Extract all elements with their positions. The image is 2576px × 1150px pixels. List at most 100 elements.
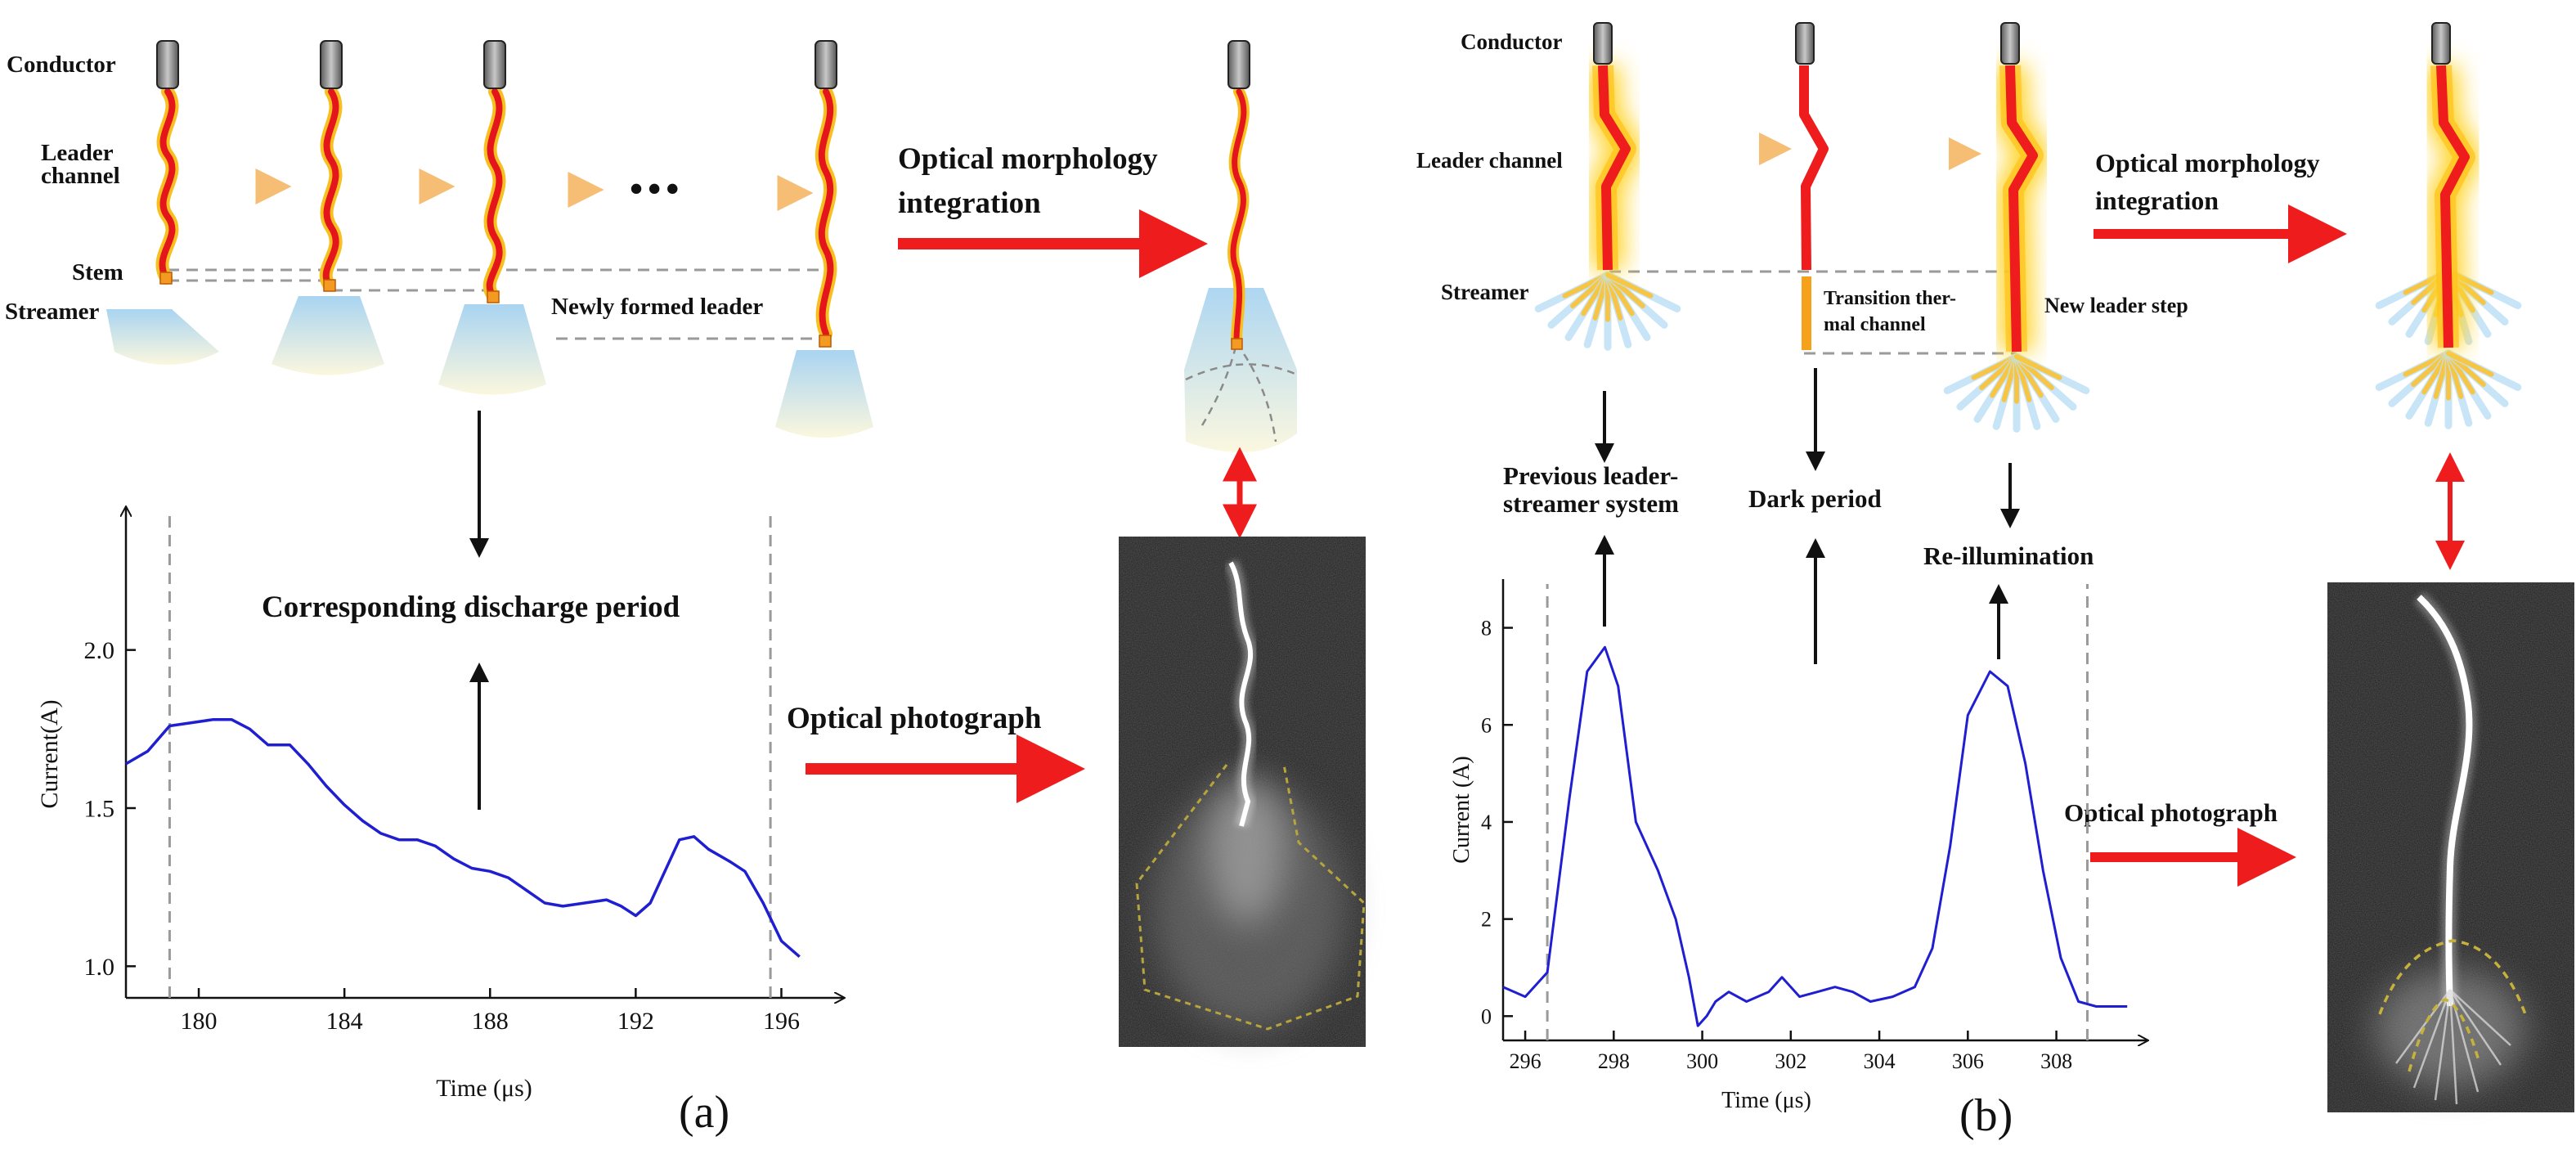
photo-channel: [1228, 561, 1254, 827]
streamer-fan: [2375, 349, 2522, 429]
re-illumination-label: Re-illumination: [1923, 541, 2094, 570]
streamer-fan: [1943, 353, 2090, 433]
corresponding-period-label: Corresponding discharge period: [262, 591, 680, 624]
optical-morphology-label-line1: Optical morphology: [2095, 148, 2320, 177]
current-series-line: [1502, 645, 2128, 1027]
new-leader-step-system: [1993, 22, 2050, 353]
conductor: [1227, 40, 1250, 89]
optical-photograph-b: [2327, 582, 2574, 1112]
streamer-cone: [272, 296, 384, 375]
y-tick-label: 0: [1481, 1004, 1492, 1028]
panel-a: Conductor Leader channel Stem Streamer: [5, 40, 1366, 1138]
new-leader-step-label: New leader step: [2044, 294, 2188, 317]
optical-morphology-label-line2: integration: [898, 186, 1041, 220]
photo-inner-outline: [2408, 998, 2481, 1072]
integrated-morphology-a: [1184, 40, 1298, 453]
x-tick-label: 196: [763, 1008, 800, 1035]
period-markers: [168, 514, 772, 998]
optical-photograph-a: [1119, 537, 1366, 1047]
leader-channel: [1799, 65, 1829, 271]
optical-photograph-label: Optical photograph: [787, 702, 1042, 735]
conductor-label: Conductor: [7, 52, 116, 78]
y-tick-label: 2.0: [84, 637, 115, 664]
progression-arrows: [204, 168, 814, 211]
x-tick-label: 302: [1775, 1049, 1806, 1073]
x-tick-label: 296: [1510, 1049, 1542, 1073]
panel-b-caption: (b): [1959, 1090, 2013, 1141]
current-series-line: [125, 717, 801, 959]
conductor: [483, 40, 506, 89]
x-axis-label: Time (μs): [436, 1075, 532, 1102]
y-tick-label: 1.0: [84, 954, 115, 981]
leader-streamer-1: [106, 40, 219, 365]
y-tick-label: 8: [1481, 617, 1492, 640]
conductor: [1795, 22, 1815, 65]
x-tick-label: 192: [617, 1008, 654, 1035]
newly-formed-leader-label: Newly formed leader: [551, 294, 763, 320]
leader-streamer-4: [775, 40, 873, 438]
leader-channel: [2005, 65, 2038, 353]
conductor: [2431, 22, 2451, 65]
stem-label: Stem: [72, 259, 123, 285]
leader-streamer-3: [438, 40, 546, 395]
streamer-branch: [2014, 354, 2062, 380]
photo-streamer-outline: [2378, 939, 2527, 1015]
y-tick-label: 6: [1481, 713, 1492, 737]
streamer-label: Streamer: [5, 299, 100, 325]
streamer-cone: [106, 309, 219, 365]
streamer-cone: [775, 350, 873, 438]
streamer-fan: [1534, 271, 1681, 351]
step-guide-lines: [1609, 270, 2017, 355]
leader-channel-label: Leader channel: [1416, 148, 1563, 173]
leader-channel: [818, 88, 834, 337]
stem-node: [1231, 338, 1243, 350]
transition-label-line2: mal channel: [1824, 314, 1926, 335]
x-tick-label: 180: [181, 1008, 218, 1035]
conductor: [320, 40, 343, 89]
leader-channel: [159, 88, 176, 281]
photo-stem-glow: [1208, 777, 1286, 924]
conductor: [2000, 22, 2020, 65]
x-tick-label: 188: [472, 1008, 509, 1035]
y-axis-label: Current (A): [1449, 756, 1474, 863]
panel-b: Conductor Leader channel Streamer Transi…: [1416, 22, 2574, 1141]
x-tick-label: 308: [2040, 1049, 2072, 1073]
conductor: [1593, 22, 1613, 65]
y-tick-label: 2: [1481, 908, 1492, 932]
previous-system-label-line1: Previous leader-: [1503, 461, 1678, 490]
streamer-zone: [1184, 288, 1297, 453]
integrated-morphology-b: [2424, 22, 2482, 348]
y-axis-label: Current(A): [36, 699, 63, 808]
previous-leader-streamer-system: [1586, 22, 1643, 271]
streamer-branch: [1605, 272, 1654, 299]
leader-channel-label-line1: Leader: [41, 140, 114, 166]
photo-channel: [2417, 595, 2473, 1007]
x-tick-label: 300: [1686, 1049, 1718, 1073]
streamer-branch: [2446, 351, 2494, 377]
stem-node: [323, 279, 336, 292]
leader-channel: [486, 88, 503, 298]
conductor: [815, 40, 837, 89]
leader-streamer-2: [272, 40, 384, 375]
progression-arrows: [1657, 133, 1981, 170]
x-axis-label: Time (μs): [1721, 1088, 1811, 1113]
leader-channel: [2436, 65, 2470, 348]
x-tick-label: 298: [1598, 1049, 1630, 1073]
conductor: [156, 40, 179, 89]
ellipsis: •••: [630, 168, 684, 209]
streamer-cone: [438, 304, 546, 395]
optical-morphology-label-line2: integration: [2095, 186, 2219, 215]
period-markers: [1546, 584, 2089, 1040]
stem-node: [159, 272, 173, 285]
dark-period-channel: [1795, 22, 1829, 350]
leader-channel: [1598, 65, 1631, 271]
streamer-boundaries: [1185, 343, 1298, 442]
x-tick-label: 306: [1952, 1049, 1984, 1073]
optical-photograph-label: Optical photograph: [2064, 798, 2278, 827]
leader-channel-label-line2: channel: [41, 163, 120, 189]
panel-a-caption: (a): [679, 1087, 729, 1138]
